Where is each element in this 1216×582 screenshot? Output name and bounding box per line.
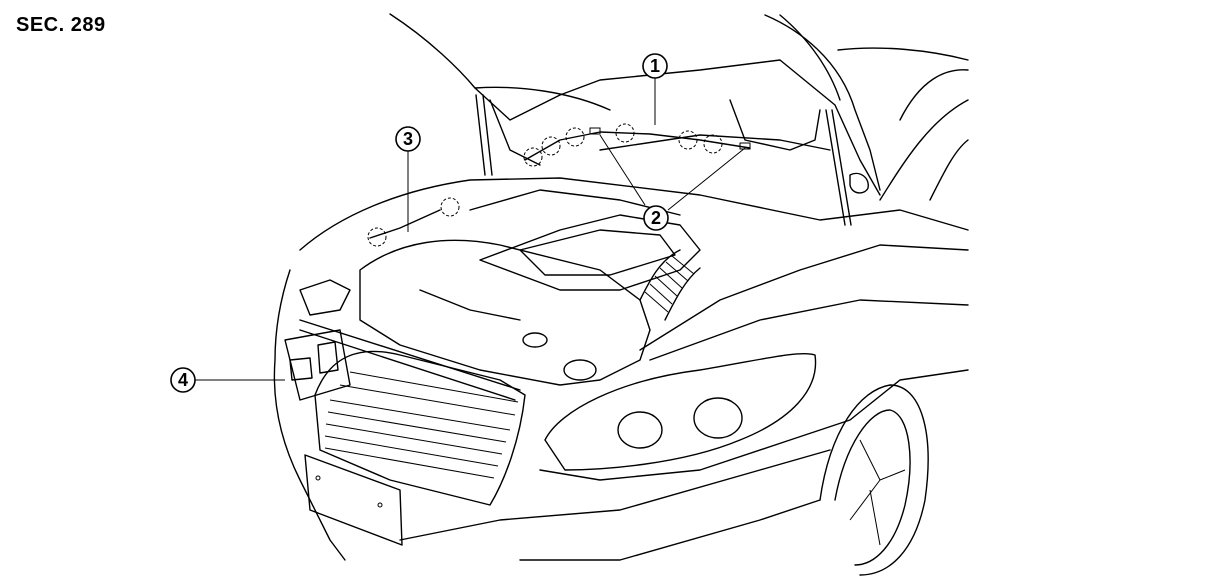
front-left-bracket <box>284 279 351 401</box>
callout-4-label: 4 <box>178 370 188 390</box>
raised-hood <box>389 13 881 196</box>
leader-lines <box>195 78 746 381</box>
license-plate <box>304 454 403 546</box>
car-body <box>273 177 969 561</box>
hood-stays <box>475 94 852 226</box>
windshield-and-roof <box>837 47 969 201</box>
callout-3-label: 3 <box>403 129 413 149</box>
callout-3: 3 <box>395 126 421 152</box>
callout-1: 1 <box>642 53 668 79</box>
callout-1-label: 1 <box>650 56 660 76</box>
headlamp <box>544 352 817 471</box>
intake-hose <box>639 249 701 321</box>
front-grille <box>314 350 526 506</box>
callout-4: 4 <box>170 367 196 393</box>
front-wheel <box>819 384 929 576</box>
section-label: SEC. 289 <box>16 14 106 36</box>
callout-2: 2 <box>643 205 669 231</box>
hood-seal-clips <box>367 123 751 247</box>
callout-2-label: 2 <box>651 208 661 228</box>
